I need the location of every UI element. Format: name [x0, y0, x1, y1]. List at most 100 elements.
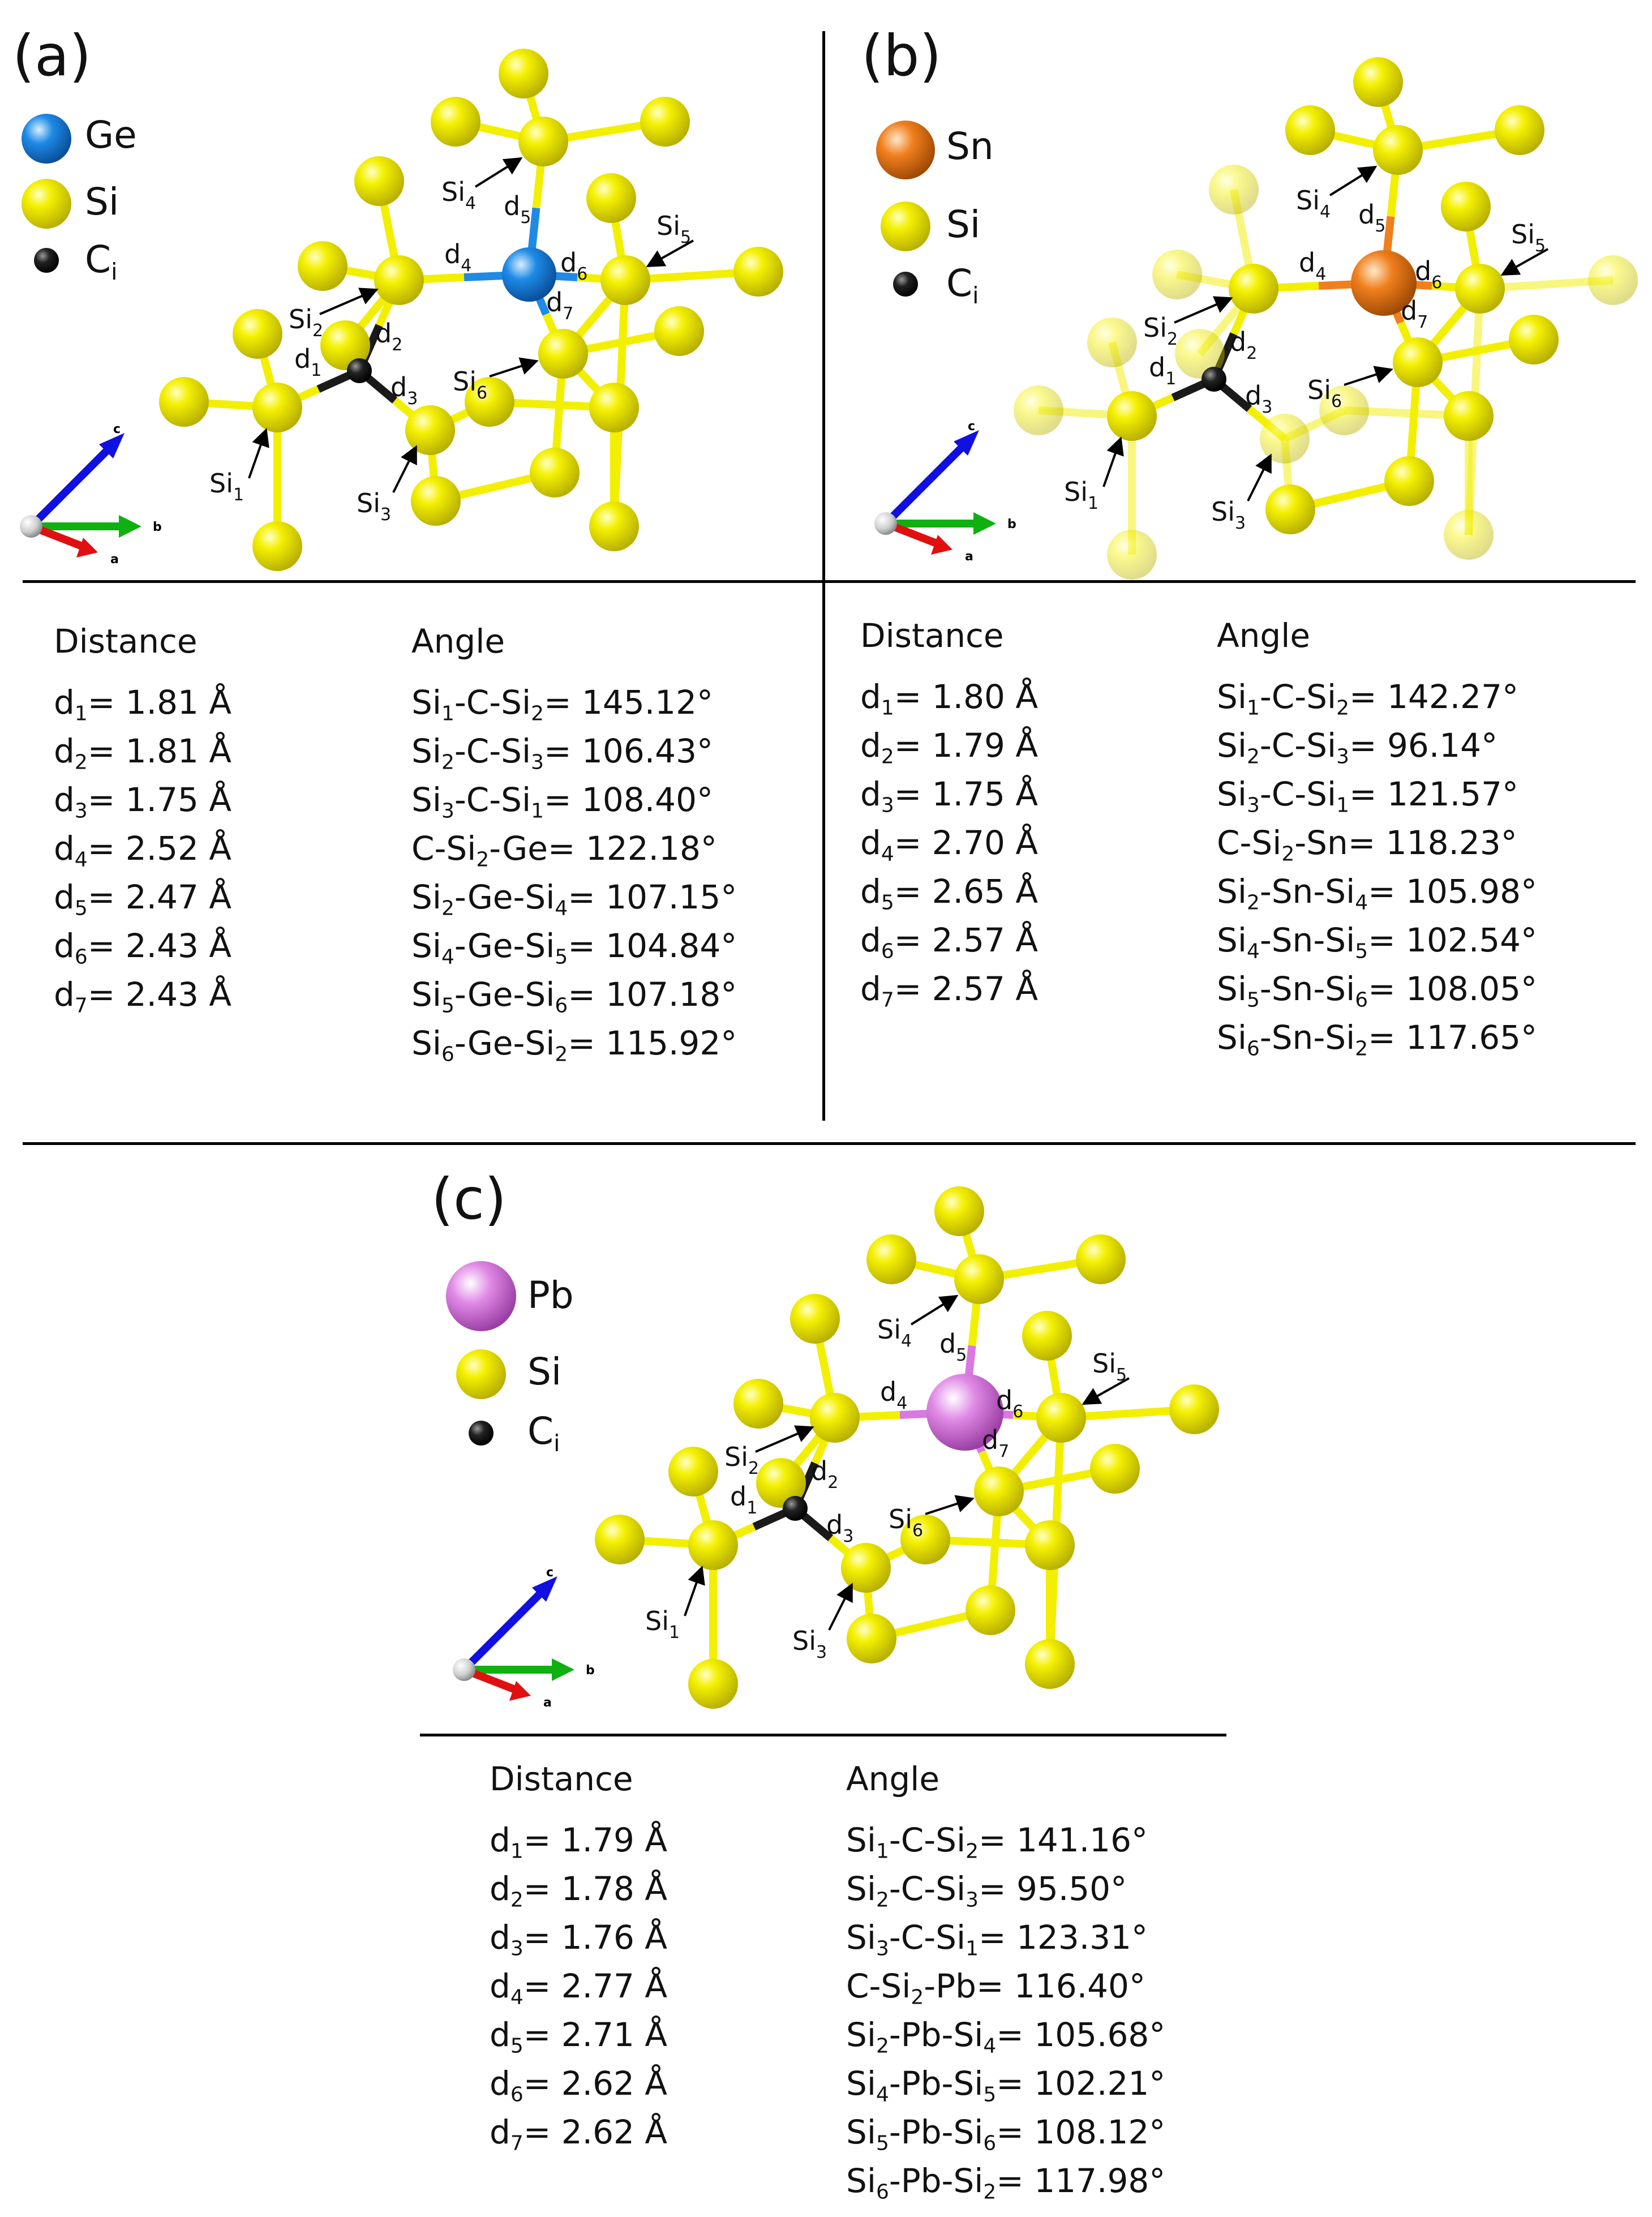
table-a-angle-row: Si5-Ge-Si6= 107.18° [411, 975, 737, 1018]
si-atom [530, 448, 580, 498]
table-b-angle-row: Si2-C-Si3= 96.14° [1217, 726, 1498, 769]
table-c-angle-column: Angle Si1-C-Si2= 141.16° Si2-C-Si3= 95.5… [846, 1755, 1165, 2205]
table-c-distance-header: Distance [490, 1760, 633, 1798]
axis-c-arrow [28, 444, 113, 529]
table-c-angle-row: Si2-Pb-Si4= 105.68° [846, 2016, 1166, 2058]
axis-origin [20, 515, 42, 538]
si-label: Si2 [289, 304, 323, 341]
table-c-angle-row: Si4-Pb-Si5= 102.21° [846, 2064, 1166, 2107]
si5-pointer-arrow [1500, 248, 1548, 276]
distance-label: d1 [294, 344, 321, 380]
si-atom [233, 309, 282, 359]
table-c-distance-row: d5= 2.71 Å [490, 2016, 668, 2058]
si3-pointer-arrow [828, 1583, 853, 1631]
divider-horizontal-top [23, 580, 1636, 583]
si-label: Si4 [1296, 185, 1331, 222]
distance-label: d5 [939, 1328, 967, 1365]
si-label: Si3 [357, 488, 391, 525]
si-label: Si4 [877, 1314, 912, 1351]
si-atom [600, 255, 650, 305]
si-atom [252, 383, 302, 432]
table-c: Distance d1= 1.79 Å d2= 1.78 Å d3= 1.76 … [490, 1755, 1282, 2207]
si-atom [790, 1294, 840, 1344]
si-atom [1509, 315, 1559, 365]
axis-c-arrowhead [532, 1576, 557, 1602]
distance-label: d4 [444, 239, 471, 276]
si3-pointer-arrow [1247, 453, 1272, 501]
si-atom [465, 377, 514, 427]
si-atom [966, 1585, 1015, 1635]
table-c-distance-column: Distance d1= 1.79 Å d2= 1.78 Å d3= 1.76 … [490, 1755, 667, 2156]
si4-pointer-arrow [1329, 165, 1378, 196]
table-b-angle-row: Si6-Sn-Si2= 117.65° [1217, 1018, 1538, 1061]
si-atom [1495, 105, 1544, 155]
axis-triad: cba [453, 1566, 595, 1710]
si-atom [1107, 530, 1157, 580]
distance-label: d1 [1149, 352, 1176, 389]
divider-horizontal-bottom [420, 1734, 1226, 1736]
si-atom [1319, 385, 1369, 435]
panel-c-letter: (c) [431, 1166, 507, 1232]
si4-pointer-arrow [474, 157, 523, 188]
si-atom [1260, 414, 1310, 464]
axis-a-label: a [110, 552, 119, 567]
si-label: Si3 [792, 1626, 827, 1662]
table-b-angle-row: C-Si2-Sn= 118.23° [1217, 824, 1517, 866]
si-atom [1022, 1311, 1072, 1361]
table-b: Distance d1= 1.80 Å d2= 1.79 Å d3= 1.75 … [860, 611, 1641, 1061]
legend-c-si-label: Si [527, 1350, 562, 1393]
table-b-distance-row: d5= 2.65 Å [860, 872, 1039, 915]
table-c-angle-row: Si5-Pb-Si6= 108.12° [846, 2113, 1166, 2155]
distance-label: d4 [1299, 247, 1326, 284]
axis-b-arrowhead [552, 1658, 574, 1681]
si-atom [974, 1466, 1024, 1516]
si-label: Si1 [209, 468, 244, 505]
table-c-distance-row: d1= 1.79 Å [490, 1821, 668, 1863]
legend-carbon-atom [893, 272, 918, 297]
axis-origin [874, 512, 897, 535]
distance-label: d5 [504, 191, 531, 228]
table-c-angle-row: Si1-C-Si2= 141.16° [846, 1821, 1148, 1863]
si-atom [934, 1186, 984, 1236]
table-c-distance-row: d3= 1.76 Å [490, 1918, 668, 1961]
table-a-distance-row: d4= 2.52 Å [54, 829, 232, 872]
carbon-atom [783, 1496, 808, 1521]
table-b-angle-row: Si1-C-Si2= 142.27° [1217, 677, 1518, 720]
si-atom [1175, 329, 1225, 379]
table-b-distance-row: d1= 1.80 Å [860, 677, 1039, 720]
table-a: Distance d1= 1.81 Å d2= 1.81 Å d3= 1.75 … [54, 617, 812, 1066]
si-atom [1441, 182, 1491, 231]
table-c-distance-row: d4= 2.77 Å [490, 1967, 668, 2009]
si-atom [1087, 318, 1137, 367]
axis-b-arrowhead [973, 512, 996, 535]
table-a-angle-column: Angle Si1-C-Si2= 145.12° Si2-C-Si3= 106.… [411, 617, 737, 1067]
si2-pointer-arrow [755, 1425, 814, 1453]
axis-triad: cba [874, 419, 1016, 564]
legend-c-ci-label: Ci [527, 1409, 560, 1457]
si-atom [756, 1458, 806, 1508]
axis-c-label: c [113, 422, 121, 436]
si-atom [1025, 1639, 1075, 1689]
legend-c-metal-label: Pb [527, 1273, 574, 1317]
si-atom [1036, 1393, 1086, 1443]
axis-c-arrowhead [99, 433, 125, 458]
table-b-angle-row: Si2-Sn-Si4= 105.98° [1217, 872, 1538, 915]
axis-c-arrowhead [954, 430, 979, 456]
si4-pointer-arrow [910, 1294, 959, 1326]
table-a-distance-row: d6= 2.43 Å [54, 927, 232, 969]
si-label: Si5 [1511, 219, 1546, 256]
si3-pointer-arrow [392, 445, 417, 493]
si6-pointer-arrow [489, 357, 539, 378]
si-atom [1455, 264, 1505, 314]
si-atom [431, 97, 480, 147]
si-label: Si5 [1092, 1348, 1127, 1385]
divider-vertical-middle [822, 31, 825, 1121]
si-atom [1107, 391, 1157, 441]
legend-metal-atom [22, 114, 71, 164]
axis-b-arrowhead [119, 515, 141, 538]
si5-pointer-arrow [1082, 1377, 1130, 1405]
si-atom [1229, 264, 1278, 314]
axis-c-label: c [546, 1566, 553, 1580]
